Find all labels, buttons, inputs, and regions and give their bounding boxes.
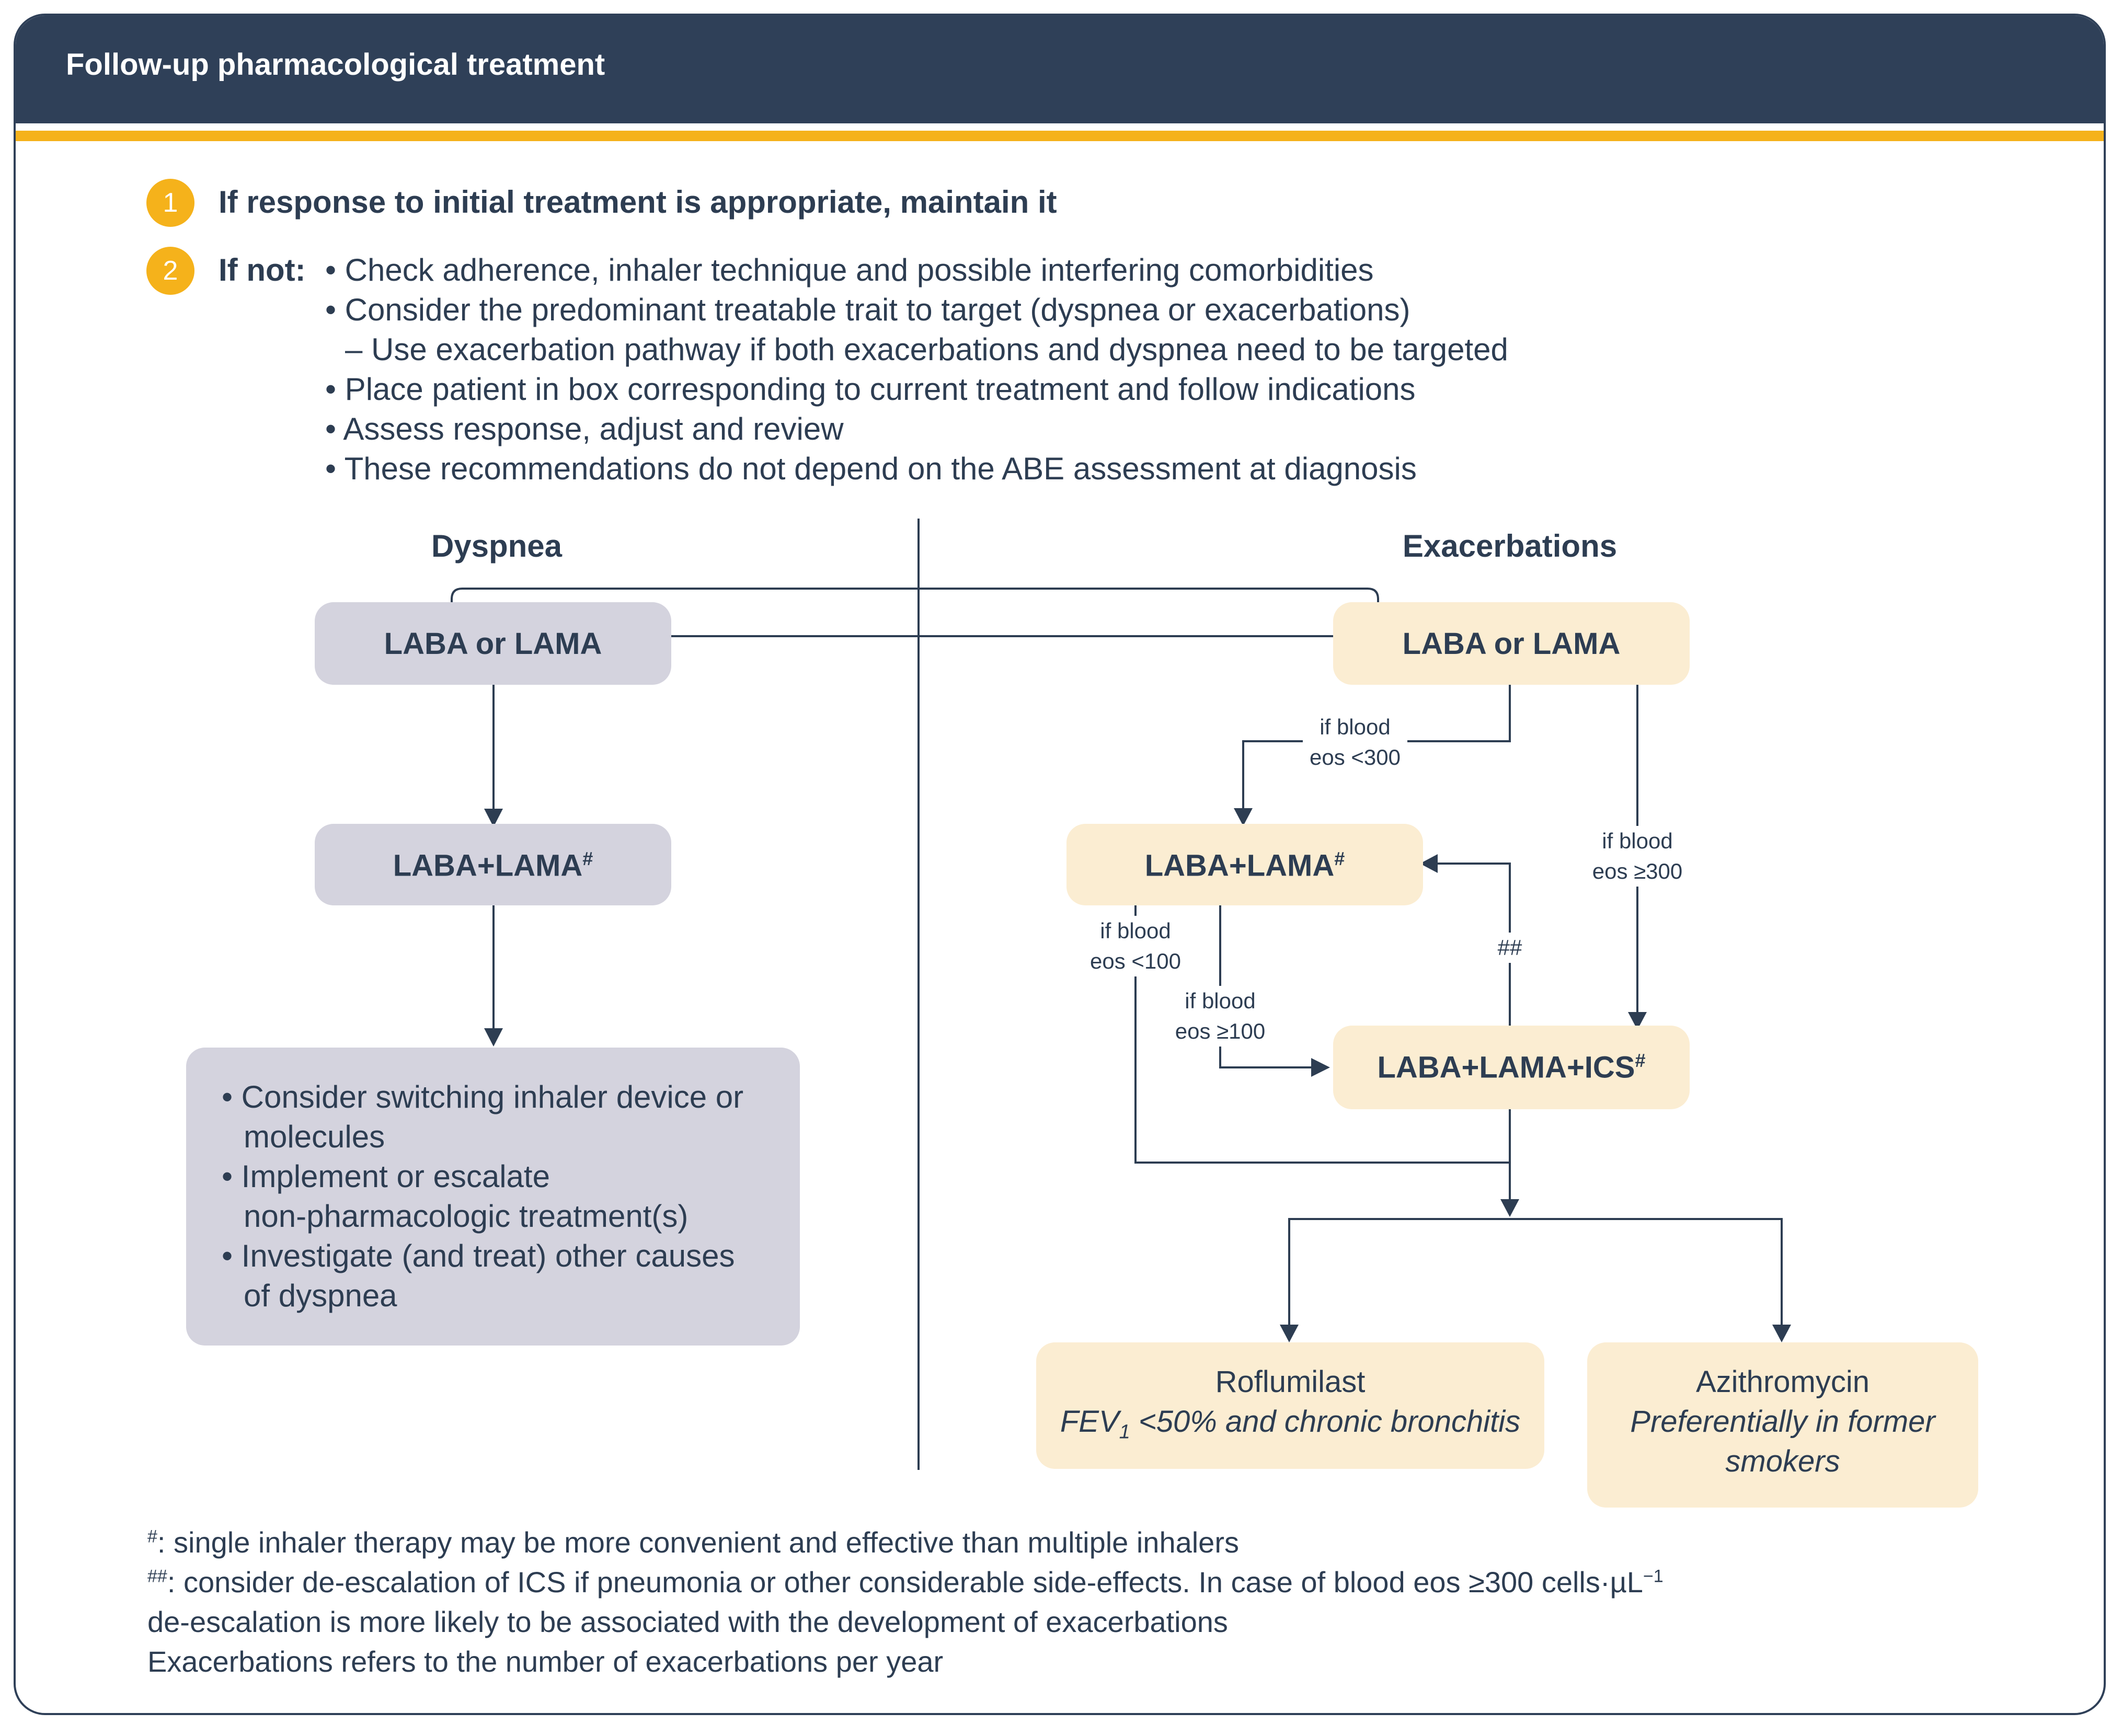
top-bracket: [451, 588, 1379, 604]
arrowhead: [484, 809, 503, 827]
azithromycin-criteria: Preferentially in former: [1630, 1405, 1935, 1439]
condition-line: if blood: [1320, 715, 1391, 739]
footnote-marker: #: [1334, 848, 1345, 869]
box-bullet-continuation: molecules: [244, 1119, 385, 1154]
condition-double-hash: ##: [1489, 933, 1531, 963]
column-heading-exacerbations: Exacerbations: [1402, 528, 1618, 564]
arrowhead: [1280, 1325, 1299, 1342]
arrowhead: [1500, 1199, 1519, 1217]
if-not-subbullet: – Use exacerbation pathway if both exace…: [345, 332, 1508, 367]
split-line: [1288, 1218, 1783, 1325]
condition-line: if blood: [1100, 918, 1171, 943]
condition-line: if blood: [1185, 988, 1256, 1013]
condition-line: if blood: [1602, 829, 1673, 853]
if-not-bullet: • These recommendations do not depend on…: [325, 451, 1417, 486]
azithromycin-box: Azithromycin Preferentially in former sm…: [1587, 1342, 1978, 1508]
criteria-text: FEV: [1060, 1405, 1119, 1439]
step-1-text: If response to initial treatment is appr…: [219, 185, 1057, 220]
roflumilast-box: Roflumilast FEV1 <50% and chronic bronch…: [1036, 1342, 1544, 1469]
arrow-heads: [484, 808, 1791, 1342]
footnote-deescalation-cont: de-escalation is more likely to be assoc…: [147, 1605, 1228, 1638]
header-title: Follow-up pharmacological treatment: [66, 48, 605, 82]
condition-line: eos ≥100: [1175, 1019, 1266, 1043]
arrowhead: [1772, 1325, 1791, 1342]
box-bullet-continuation: non-pharmacologic treatment(s): [244, 1199, 689, 1234]
dyspnea-laba-or-lama-box: LABA or LAMA: [315, 602, 671, 685]
unit-superscript: −1: [1643, 1566, 1664, 1586]
arrowhead: [1311, 1058, 1330, 1077]
footnote-exacerbations-definition: Exacerbations refers to the number of ex…: [147, 1645, 944, 1678]
header-bar: Follow-up pharmacological treatment: [16, 16, 2104, 123]
if-not-bullet: • Place patient in box corresponding to …: [325, 372, 1416, 407]
condition-eos-lt-100: if blood eos <100: [1083, 916, 1188, 976]
roflumilast-criteria: FEV1 <50% and chronic bronchitis: [1036, 1404, 1544, 1444]
arrowhead: [1628, 1012, 1647, 1030]
criteria-subscript: 1: [1119, 1421, 1130, 1443]
accent-divider: [16, 131, 2104, 141]
footnote-text: : consider de-escalation of ICS if pneum…: [167, 1566, 1643, 1599]
box-bullet: • Investigate (and treat) other causes: [222, 1238, 735, 1273]
arrow-eos-ge-100: [1219, 905, 1311, 1068]
criteria-text: <50% and chronic bronchitis: [1130, 1405, 1521, 1439]
exac-laba-or-lama-box: LABA or LAMA: [1333, 602, 1690, 685]
footnote-single-inhaler: #: single inhaler therapy may be more co…: [147, 1525, 1239, 1559]
azithromycin-criteria: smokers: [1725, 1444, 1840, 1478]
box-bullet: • Consider switching inhaler device or: [222, 1079, 744, 1114]
box-label-text: LABA+LAMA+ICS: [1377, 1050, 1635, 1085]
condition-line: eos <300: [1310, 745, 1401, 769]
exac-laba-lama-ics-box: LABA+LAMA+ICS#: [1333, 1026, 1690, 1109]
step-1-badge: 1: [146, 179, 194, 227]
step-2-badge: 2: [146, 247, 194, 295]
box-label-text: LABA+LAMA: [1144, 848, 1335, 883]
condition-eos-ge-300: if blood eos ≥300: [1585, 826, 1690, 887]
arrowhead: [1234, 808, 1253, 826]
footnote-marker: ##: [147, 1566, 167, 1586]
arrowhead: [1420, 854, 1438, 873]
dyspnea-recommendations-box: • Consider switching inhaler device or m…: [186, 1048, 800, 1346]
footnote-text: : single inhaler therapy may be more con…: [157, 1526, 1239, 1559]
box-label: LABA+LAMA#: [315, 848, 671, 883]
column-heading-dyspnea: Dyspnea: [431, 528, 563, 564]
box-label: LABA or LAMA: [1402, 627, 1621, 661]
arrow-eos-lt-100: [1134, 905, 1510, 1164]
box-label: LABA or LAMA: [384, 627, 602, 661]
footnote-marker: #: [582, 848, 593, 869]
condition-line: eos <100: [1090, 949, 1181, 973]
dyspnea-laba-lama-box: LABA+LAMA#: [315, 824, 671, 905]
box-label: LABA+LAMA#: [1066, 848, 1423, 883]
box-bullet-continuation: of dyspnea: [244, 1278, 397, 1313]
arrow-deescalate: [1438, 863, 1511, 1026]
if-not-bullet: • Assess response, adjust and review: [325, 411, 844, 446]
condition-eos-lt-300: if blood eos <300: [1303, 712, 1407, 773]
condition-line: eos ≥300: [1592, 859, 1683, 883]
condition-eos-ge-100: if blood eos ≥100: [1168, 986, 1272, 1047]
box-bullet: • Implement or escalate: [222, 1159, 550, 1194]
footnote-marker: #: [147, 1526, 157, 1547]
footnote-marker: #: [1635, 1050, 1646, 1071]
roflumilast-title: Roflumilast: [1215, 1365, 1366, 1399]
azithromycin-title: Azithromycin: [1696, 1365, 1869, 1399]
exac-laba-lama-box: LABA+LAMA#: [1066, 824, 1423, 905]
if-not-bullet: • Check adherence, inhaler technique and…: [325, 252, 1374, 288]
arrowhead: [484, 1028, 503, 1047]
step-2-label: If not:: [219, 252, 306, 288]
box-label-text: LABA+LAMA: [393, 848, 583, 883]
footnote-deescalation: ##: consider de-escalation of ICS if pne…: [147, 1565, 1664, 1599]
if-not-bullet: • Consider the predominant treatable tra…: [325, 292, 1410, 327]
box-label: LABA+LAMA+ICS#: [1333, 1050, 1690, 1085]
